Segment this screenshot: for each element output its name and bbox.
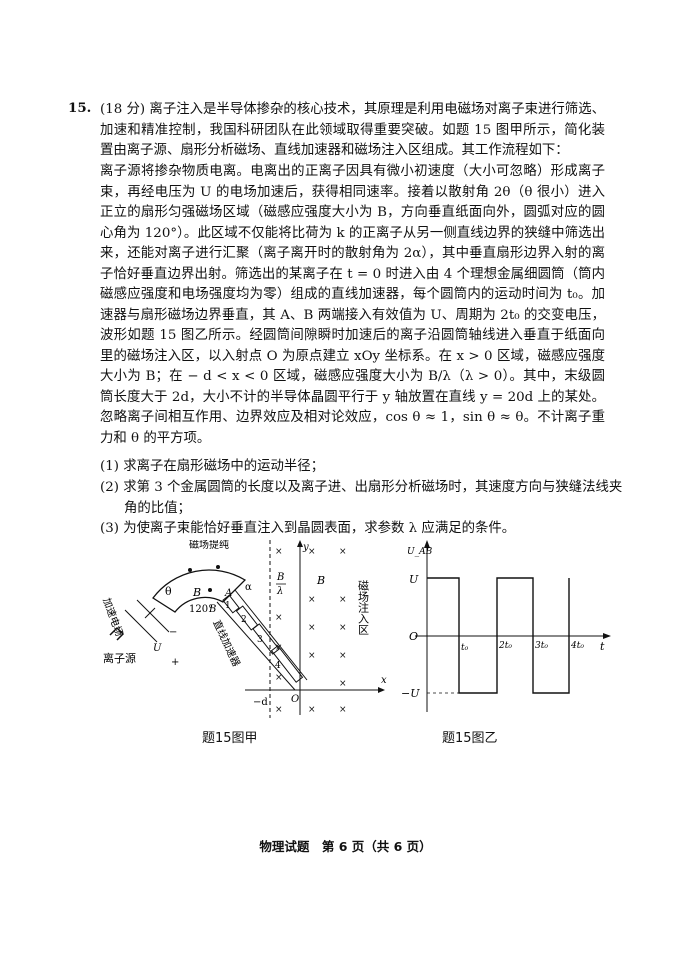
fig-b-t4: 4t₀ (570, 641, 584, 651)
fig-a-tube1: 1 (225, 601, 231, 611)
figure-a-diagram: θ B 120° 磁场提纯 加速电场 U − + 离子源 A B α 1 2 3… (100, 540, 387, 718)
fig-b-t3: 3t₀ (535, 641, 548, 651)
figure-a-caption: 题15图甲 (202, 731, 258, 746)
svg-text:×: × (339, 651, 347, 661)
fig-a-tube3: 3 (257, 635, 263, 645)
svg-text:×: × (308, 547, 316, 557)
svg-text:×: × (275, 613, 283, 623)
fig-a-B-over-lambda-num: B (276, 572, 284, 583)
svg-text:×: × (275, 643, 283, 653)
page-footer: 物理试题 第 6 页（共 6 页） (259, 839, 432, 854)
question-intro: (18 分) 离子注入是半导体掺杂的核心技术，其原理是利用电磁场对离子束进行筛选… (100, 102, 605, 158)
fig-a-x: x (381, 675, 387, 686)
fig-a-y: y (302, 542, 309, 553)
figure-b-diagram: U_AB U −U O t t₀ 2t₀ 3t₀ 4t₀ (401, 540, 611, 712)
question-body: 离子源将掺杂物质电离。电离出的正离子因具有微小初速度（大小可忽略）形成离子束，再… (100, 164, 605, 446)
svg-text:×: × (275, 673, 283, 683)
fig-b-O: O (409, 630, 418, 643)
fig-b-U: U (409, 573, 419, 586)
svg-text:×: × (339, 547, 347, 557)
fig-a-U: U (153, 643, 162, 654)
svg-text:×: × (275, 705, 283, 715)
fig-a-angle120: 120° (189, 604, 213, 615)
fig-a-ion-source: 离子源 (103, 651, 136, 665)
svg-text:×: × (339, 595, 347, 605)
fig-a-injection-zone: 磁场注入区 (357, 580, 370, 635)
fig-a-tube4: 4 (275, 661, 281, 671)
fig-a-A: A (224, 588, 232, 599)
svg-text:×: × (339, 623, 347, 633)
fig-b-t2: 2t₀ (498, 641, 512, 651)
svg-text:×: × (308, 705, 316, 715)
fig-a-minus: − (169, 627, 177, 638)
fig-a-Bpt: B (208, 604, 216, 615)
fig-b-yaxis: U_AB (407, 547, 433, 557)
fig-b-t0: t₀ (461, 643, 469, 653)
fig-a-theta: θ (165, 585, 172, 598)
svg-text:×: × (308, 651, 316, 661)
fig-a-O: O (291, 694, 299, 705)
svg-text:×: × (308, 595, 316, 605)
svg-text:×: × (308, 623, 316, 633)
fig-a-tube2: 2 (241, 615, 247, 625)
subquestion-1: (1) 求离子在扇形磁场中的运动半径； (100, 459, 325, 474)
subquestion-2: (2) 求第 3 个金属圆筒的长度以及离子进、出扇形分析磁场时，其速度方向与狭缝… (100, 480, 623, 516)
svg-text:×: × (339, 705, 347, 715)
fig-a-B-sector: B (192, 586, 201, 599)
question-number: 15. (68, 100, 92, 116)
fig-a-magnetic-extraction: 磁场提纯 (189, 540, 229, 551)
figure-b-caption: 题15图乙 (442, 731, 498, 746)
fig-a-neg-d: −d (253, 697, 268, 708)
fig-b-t: t (600, 640, 605, 653)
fig-a-plus: + (171, 657, 179, 668)
fig-b-negU: −U (401, 687, 420, 700)
svg-text:×: × (275, 547, 283, 557)
fig-a-B-right: B (316, 574, 325, 587)
subquestion-3: (3) 为使离子束能恰好垂直注入到晶圆表面，求参数 λ 应满足的条件。 (100, 521, 516, 536)
fig-a-B-over-lambda-den: λ (276, 586, 283, 597)
svg-text:×: × (339, 679, 347, 689)
fig-a-alpha: α (245, 582, 252, 593)
